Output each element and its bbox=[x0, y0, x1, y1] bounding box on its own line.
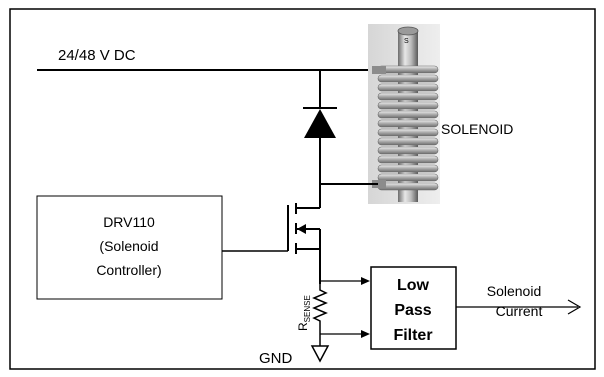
controller-box bbox=[36, 195, 223, 300]
gnd-label: GND bbox=[259, 350, 293, 367]
filter-line2: Pass bbox=[394, 302, 431, 319]
coil-turn bbox=[377, 101, 439, 110]
sense-arrow-bottom bbox=[361, 330, 370, 338]
coil-turn bbox=[377, 146, 439, 155]
filter-line1: Low bbox=[397, 277, 430, 294]
coil-turn bbox=[377, 119, 439, 128]
ground-symbol bbox=[310, 345, 330, 363]
output-arrow bbox=[567, 299, 582, 315]
filter-line3: Filter bbox=[393, 327, 432, 344]
rsense-resistor bbox=[312, 284, 328, 340]
solenoid-label: SOLENOID bbox=[441, 121, 513, 137]
mosfet-symbol bbox=[295, 203, 321, 284]
diode-symbol bbox=[304, 109, 336, 138]
sense-arrow-top bbox=[361, 277, 370, 285]
controller-line3: Controller) bbox=[96, 262, 161, 278]
coil-turn bbox=[377, 137, 439, 146]
coil-turn bbox=[377, 65, 439, 74]
mosfet-arrow bbox=[297, 224, 306, 234]
diagram-border bbox=[9, 8, 596, 370]
coil-turn bbox=[377, 128, 439, 137]
controller-line1: DRV110 bbox=[103, 214, 155, 230]
svg-text:S: S bbox=[404, 38, 409, 45]
coil-turn bbox=[377, 83, 439, 92]
coil-turn bbox=[377, 173, 439, 182]
coil-turn bbox=[377, 182, 439, 191]
supply-label: 24/48 V DC bbox=[58, 47, 136, 64]
output-line1: Solenoid bbox=[487, 283, 542, 299]
controller-line2: (Solenoid bbox=[99, 238, 158, 254]
output-line2: Current bbox=[496, 303, 543, 319]
coil-turn bbox=[377, 164, 439, 173]
coil-turn bbox=[377, 92, 439, 101]
solenoid-coil-image: S bbox=[368, 24, 440, 204]
coil-turn bbox=[377, 155, 439, 164]
coil-turn bbox=[377, 110, 439, 119]
coil-turn bbox=[377, 74, 439, 83]
low-pass-filter-box bbox=[370, 266, 457, 350]
rsense-label: RSENSE bbox=[296, 295, 312, 331]
